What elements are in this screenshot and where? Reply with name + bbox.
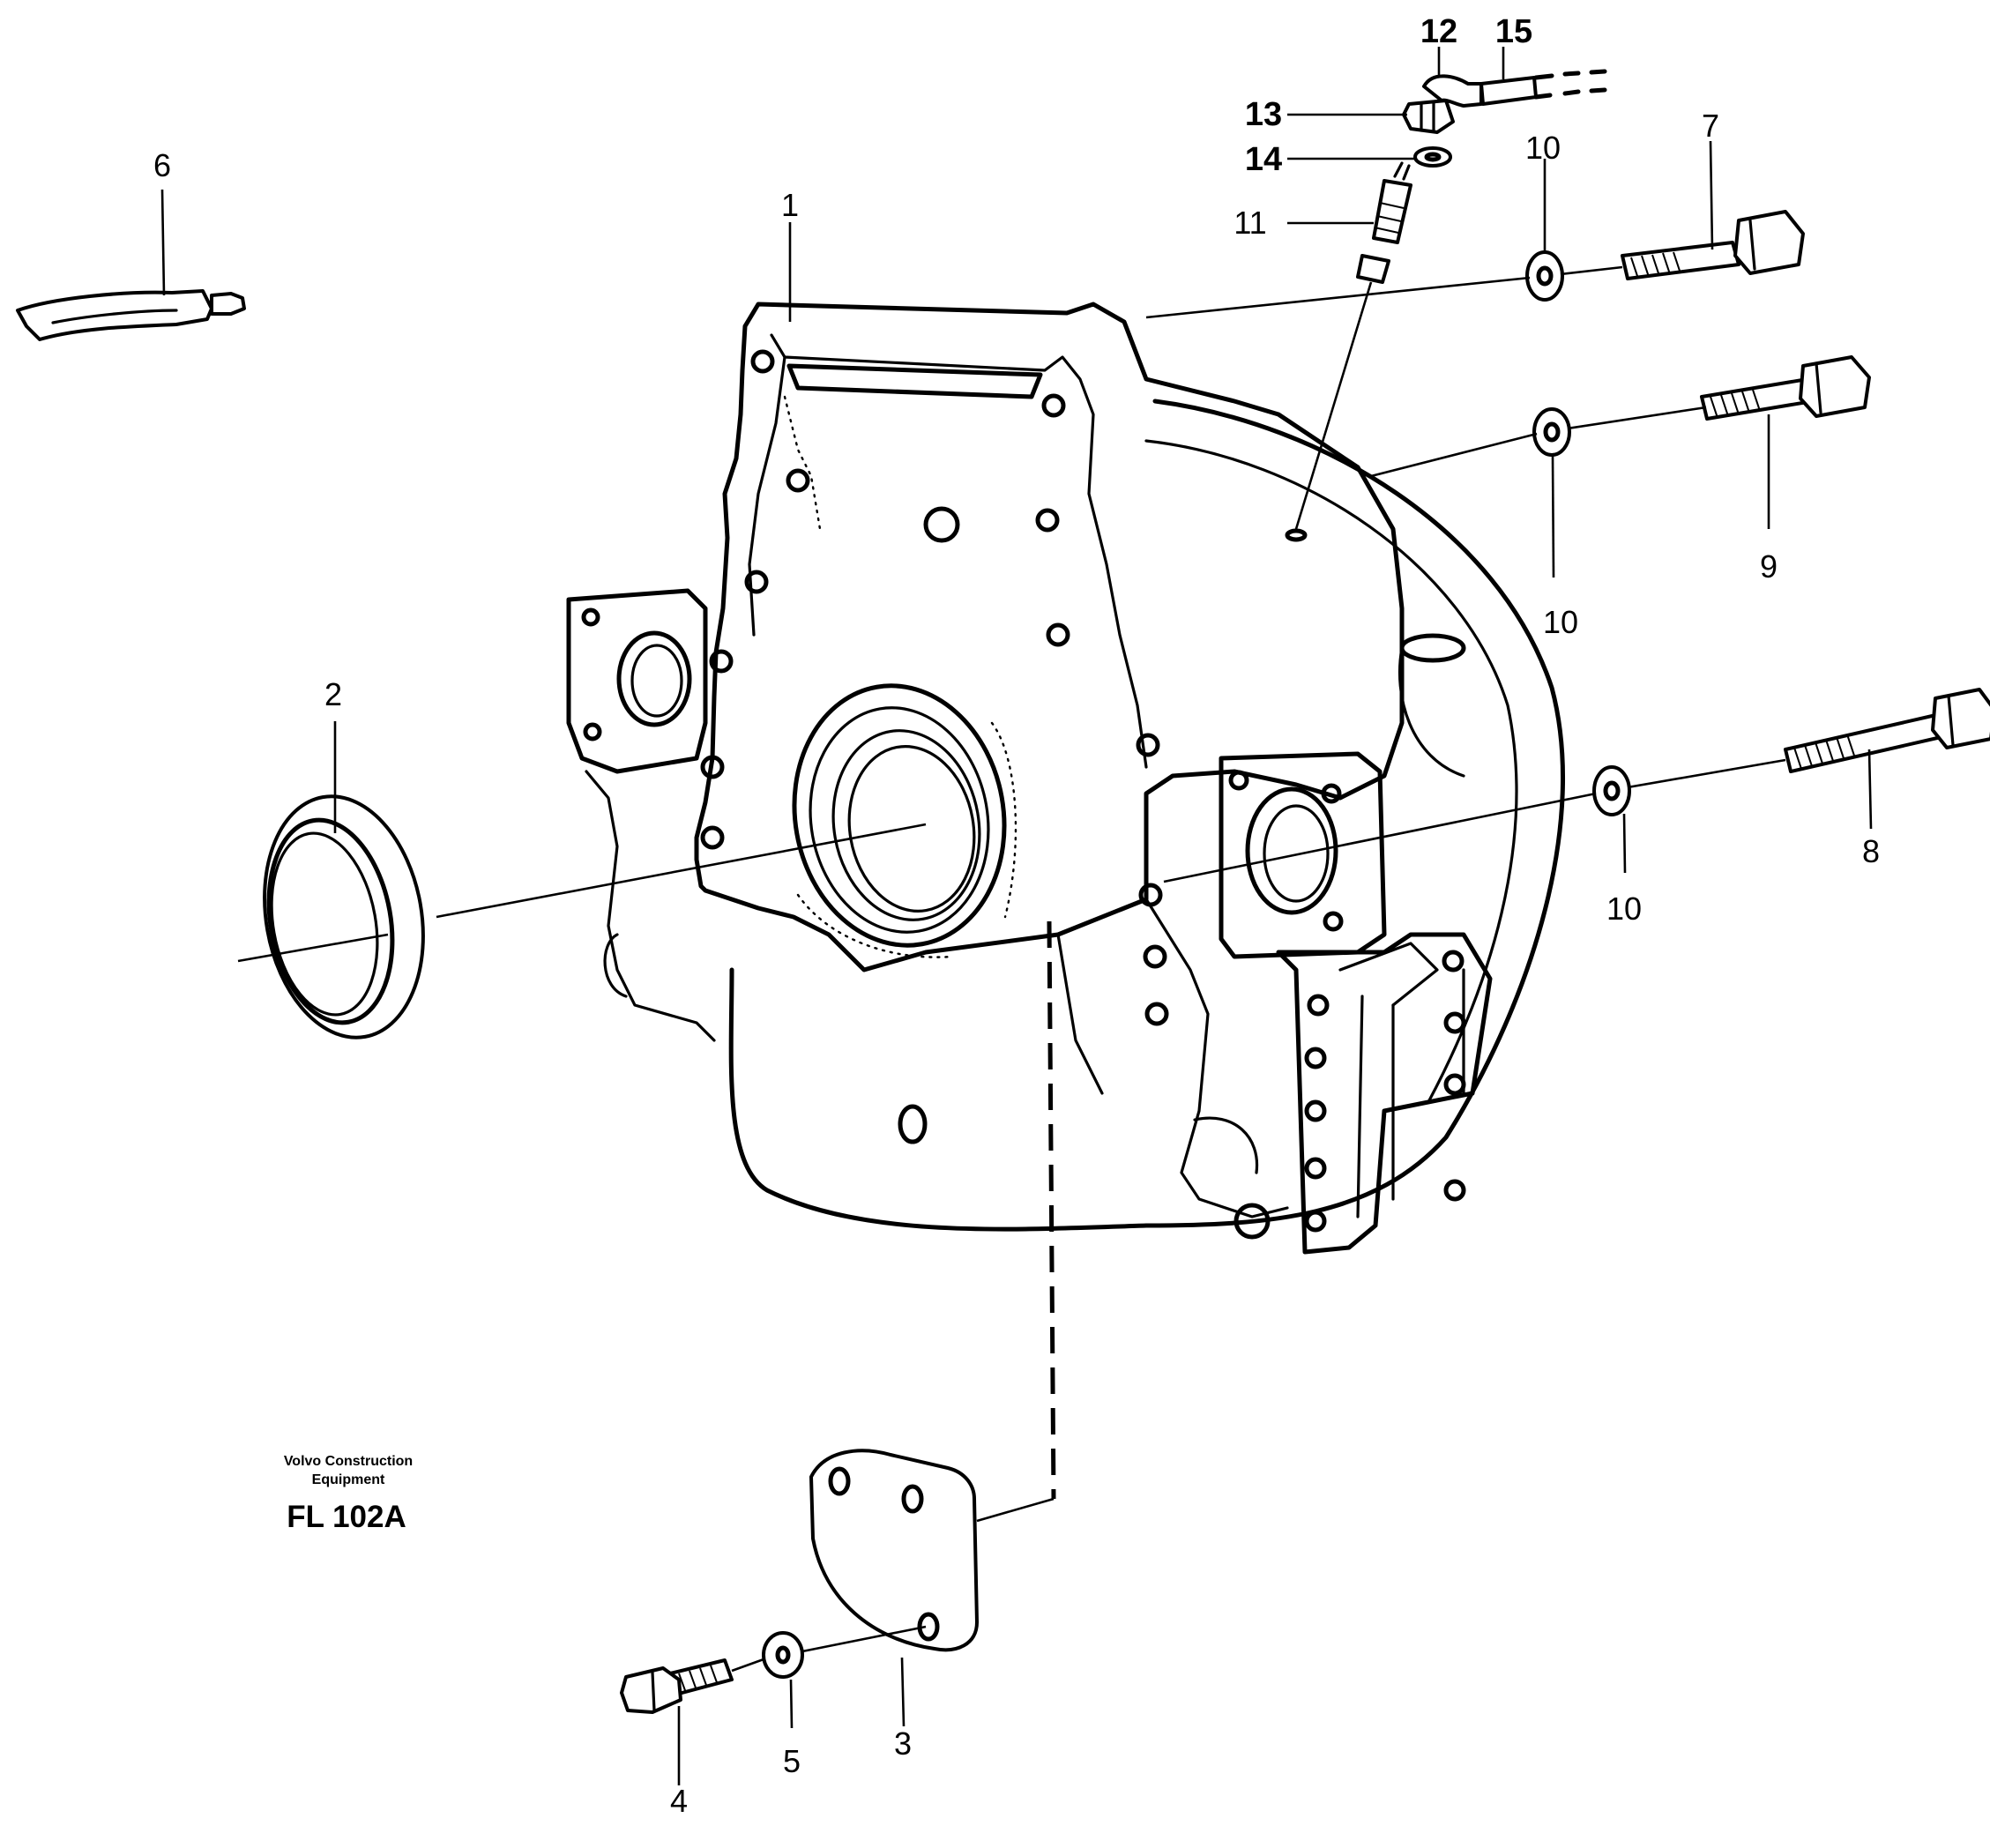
callout-10-middle: 10 xyxy=(1543,604,1578,640)
callout-7: 7 xyxy=(1702,108,1719,144)
callout-10-top: 10 xyxy=(1525,130,1561,166)
figure-code: FL 102A xyxy=(287,1500,406,1534)
callout-14: 14 xyxy=(1245,141,1282,178)
bolt-8 xyxy=(1784,688,1990,773)
callout-labels: 1 2 3 4 5 6 7 8 9 10 10 10 11 12 15 13 1… xyxy=(153,13,1880,1819)
callout-15: 15 xyxy=(1495,13,1532,50)
callout-3: 3 xyxy=(894,1725,912,1762)
callout-13: 13 xyxy=(1245,96,1282,133)
publisher-line-1: Volvo Construction xyxy=(284,1454,413,1469)
washer-middle xyxy=(1532,407,1571,457)
callout-12: 12 xyxy=(1420,13,1457,50)
callout-9: 9 xyxy=(1760,548,1778,585)
washer-top xyxy=(1525,250,1564,302)
callout-8: 8 xyxy=(1862,833,1880,869)
callout-5: 5 xyxy=(783,1743,801,1779)
sealant-tube xyxy=(16,289,246,341)
callout-1: 1 xyxy=(781,187,799,223)
callout-4: 4 xyxy=(670,1783,688,1819)
flywheel-housing xyxy=(566,302,1566,1255)
callout-leaders xyxy=(160,47,1873,1785)
figure-credit: Volvo Construction Equipment FL 102A xyxy=(284,1454,413,1534)
callout-11: 11 xyxy=(1234,205,1266,241)
assembly-lines xyxy=(237,265,1786,1673)
bolt-7 xyxy=(1621,210,1805,280)
crankshaft-seal xyxy=(263,794,425,1040)
cover-plate xyxy=(809,1449,979,1652)
speed-sensor-assembly xyxy=(1356,69,1607,284)
callout-10-lower: 10 xyxy=(1606,890,1642,927)
washer-5 xyxy=(762,1631,804,1679)
bolt-9 xyxy=(1700,355,1871,421)
callout-2: 2 xyxy=(324,676,342,712)
bolt-4 xyxy=(620,1658,734,1714)
callout-6: 6 xyxy=(153,147,171,183)
washer-lower xyxy=(1592,765,1631,816)
publisher-line-2: Equipment xyxy=(312,1472,385,1487)
